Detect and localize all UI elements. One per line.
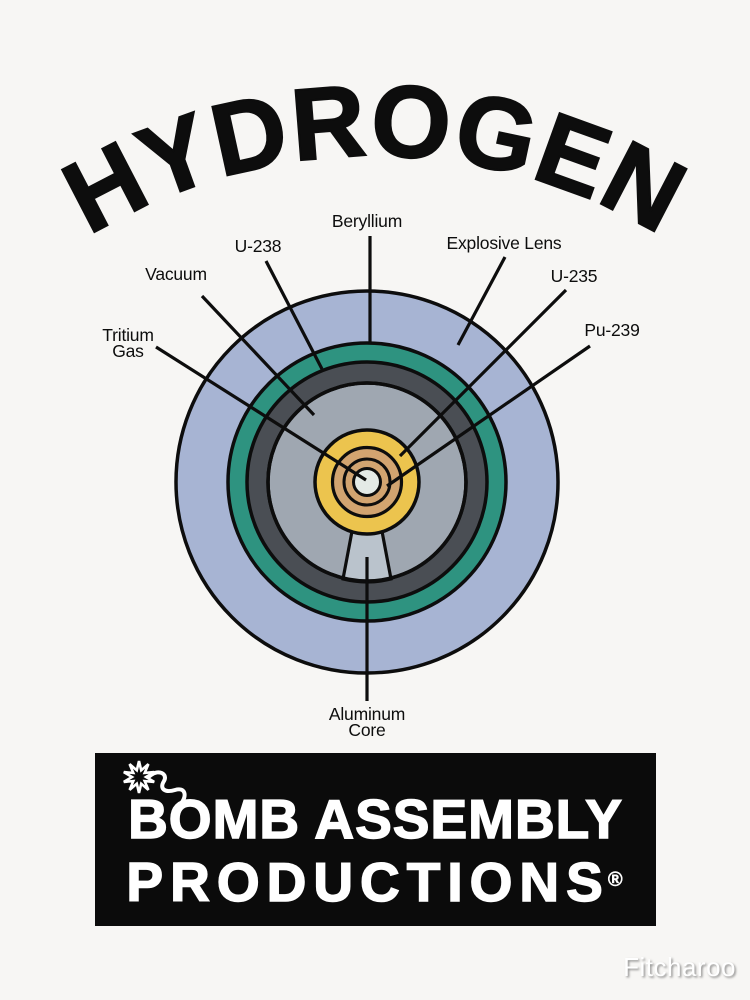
- tritium-gas-pointer-line: [155, 345, 367, 482]
- tritium-gas-label-line1: Tritium: [102, 325, 154, 345]
- banner-line2: PRODUCTIONS®: [95, 854, 656, 911]
- bomb-diagram-svg: [155, 236, 591, 701]
- u235-label: U-235: [550, 266, 598, 286]
- banner-line1: BOMB ASSEMBLY: [127, 788, 623, 850]
- tritium-gas-center: [352, 467, 382, 497]
- aluminum-core-label-line1: Aluminum: [328, 704, 406, 724]
- u235-pointer-line: [398, 288, 568, 458]
- aluminum-core-label: Aluminum Core: [328, 704, 406, 740]
- arched-title-svg: HYDROGEN: [45, 62, 704, 256]
- artist-watermark: Fitcharoo: [623, 952, 736, 982]
- registered-trademark-symbol: ®: [607, 869, 623, 892]
- u238-label: U-238: [234, 236, 282, 256]
- pointer-lines: [155, 236, 591, 701]
- explosive-lens-pointer-line: [456, 256, 507, 346]
- pu239-pointer-line: [386, 344, 591, 488]
- vacuum-label: Vacuum: [145, 264, 207, 284]
- production-banner: BOMB ASSEMBLY PRODUCTIONS®: [95, 753, 656, 926]
- pu239-label: Pu-239: [584, 320, 640, 340]
- tritium-gas-label: Tritium Gas: [102, 325, 154, 361]
- tritium-gas-label-line2: Gas: [112, 341, 144, 361]
- aluminum-core-label-line2: Core: [348, 720, 386, 740]
- explosive-lens-label: Explosive Lens: [446, 233, 562, 253]
- vacuum-pointer-line: [200, 294, 316, 417]
- banner-line2-text: PRODUCTIONS: [126, 851, 610, 913]
- u238-pointer-line: [264, 260, 324, 370]
- beryllium-label: Beryllium: [331, 211, 403, 231]
